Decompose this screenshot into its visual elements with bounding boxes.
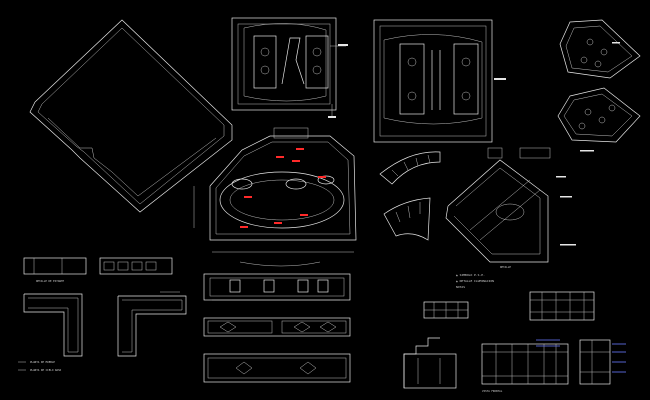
railing-elevation-grid[interactable] [529,291,595,321]
curved-stair-bottom[interactable] [383,197,431,241]
shelf-elevation-right[interactable] [99,257,173,275]
railing-elevation-right[interactable] [579,339,626,385]
curved-stair-top[interactable] [379,151,441,185]
railing-elevation-small[interactable] [423,301,469,319]
elevation-panel-1[interactable] [203,273,351,301]
shelf-elevation-left[interactable]: DETALLE DE ESTANTE [23,257,87,283]
elevation-caption: VISTA FRONTAL [482,389,503,393]
detail-note: DETALLE [500,265,511,269]
bottom-left-legend: PLANTA DE MUEBLE PLANTA DE CIELO RASO [18,360,62,372]
furniture-legend-2: PLANTA DE CIELO RASO [30,368,62,372]
legend-line-3: NOTAS [456,285,465,289]
ceiling-plan-oval[interactable] [193,127,357,267]
railing-elevation-wide[interactable] [481,339,569,385]
ceiling-plan-right[interactable] [373,19,506,143]
elevation-note: VISTA FRONTAL [482,389,503,393]
ceiling-plan-left[interactable] [231,17,348,118]
stair-section-detail[interactable] [403,337,457,389]
angled-detail-plan[interactable] [445,147,576,263]
furniture-legend-1: PLANTA DE MUEBLE [30,360,55,364]
legend-line-2: ▲ DETALLE ILUMINACION [456,279,494,283]
small-plan-mid-right[interactable] [557,87,641,152]
legend-line-1: ▲ SIMBOLO P.S.P. [456,273,485,277]
diamond-room-outline[interactable] [29,19,233,213]
furniture-plan-l1[interactable] [23,293,83,357]
elevation-panel-3[interactable] [203,353,351,383]
small-plan-top-right[interactable] [559,19,641,79]
elevation-panel-2[interactable] [203,317,351,337]
furniture-plan-l2[interactable] [117,291,187,357]
shelf-detail-label: DETALLE DE ESTANTE [36,279,65,283]
legend-notes: ▲ SIMBOLO P.S.P. ▲ DETALLE ILUMINACION N… [456,265,511,289]
